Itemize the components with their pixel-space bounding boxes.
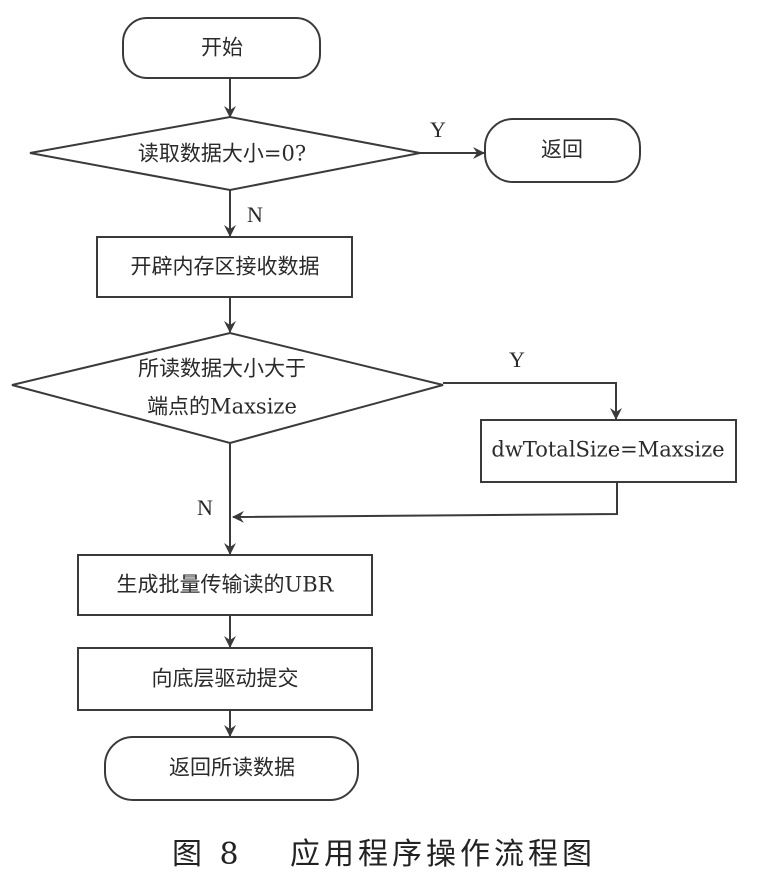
return-data-node: 返回所读数据	[104, 736, 359, 801]
figure-number: 图 8	[172, 837, 243, 872]
submit-label: 向底层驱动提交	[152, 667, 299, 691]
start-label: 开始	[201, 36, 243, 60]
return-data-label: 返回所读数据	[169, 756, 295, 780]
no-label-1: N	[247, 202, 263, 227]
gen-ubr-node: 生成批量传输读的UBR	[77, 554, 373, 616]
figure-title: 应用程序操作流程图	[290, 837, 596, 872]
decision-exceeds-max-label-1: 所读数据大小大于	[138, 357, 306, 381]
yes-label-1: Y	[430, 117, 446, 142]
alloc-label: 开辟内存区接收数据	[131, 255, 320, 279]
yes-label-2: Y	[509, 347, 525, 372]
set-total-node: dwTotalSize=Maxsize	[480, 419, 737, 483]
gen-ubr-label: 生成批量传输读的UBR	[117, 573, 335, 597]
submit-node: 向底层驱动提交	[77, 647, 373, 711]
alloc-node: 开辟内存区接收数据	[96, 236, 353, 298]
arrow-set-total-merge	[232, 482, 618, 523]
arrow-yes-to-set-total	[443, 382, 622, 420]
return-node: 返回	[484, 118, 641, 183]
decision-exceeds-max: 所读数据大小大于 端点的Maxsize	[11, 331, 444, 445]
decision-exceeds-max-label-2: 端点的Maxsize	[147, 395, 297, 419]
decision-size-zero-label: 读取数据大小=0?	[138, 142, 306, 166]
no-label-2: N	[197, 495, 213, 520]
return-label: 返回	[541, 138, 583, 162]
set-total-label: dwTotalSize=Maxsize	[491, 438, 724, 462]
decision-size-zero: 读取数据大小=0?	[29, 115, 421, 192]
start-node: 开始	[122, 17, 321, 79]
